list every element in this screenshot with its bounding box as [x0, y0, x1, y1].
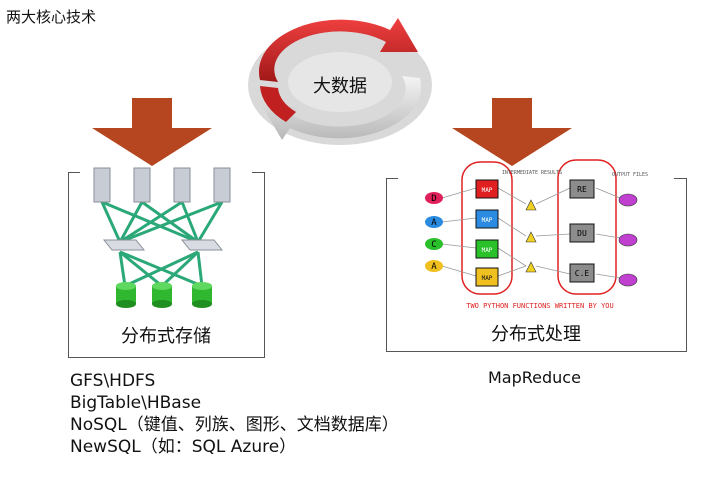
intermediate-label: INTERMEDIATE RESULTS — [502, 170, 562, 176]
list-item: NoSQL（键值、列族、图形、文档数据库） — [70, 415, 399, 435]
svg-text:A: A — [431, 218, 437, 228]
left-box-edge-bottom — [68, 357, 265, 358]
svg-text:MAP: MAP — [482, 275, 493, 282]
svg-text:RE: RE — [577, 185, 587, 194]
svg-text:C.E: C.E — [575, 269, 590, 278]
storage-tech-list: GFS\HDFS BigTable\HBase NoSQL（键值、列族、图形、文… — [70, 370, 399, 458]
right-box-cap-tr — [674, 178, 686, 179]
right-box-edge-left — [386, 178, 387, 352]
left-box-cap-tr — [252, 172, 264, 173]
footer-note: TWO PYTHON FUNCTIONS WRITTEN BY YOU — [466, 302, 614, 310]
svg-text:C: C — [431, 240, 436, 250]
processing-tech-list: MapReduce — [488, 368, 581, 387]
left-box-edge-right — [264, 172, 265, 358]
storage-caption: 分布式存储 — [121, 326, 211, 347]
left-box-edge-left — [68, 172, 69, 358]
reduce-boxes: RE DU C.E — [569, 179, 595, 283]
left-down-arrow — [92, 98, 212, 166]
ring-red-lower — [260, 86, 296, 122]
page-title: 两大核心技术 — [6, 8, 97, 26]
flow-lines — [441, 187, 621, 279]
network-links — [100, 200, 224, 288]
right-box-edge-right — [686, 178, 687, 352]
server-racks — [93, 167, 231, 203]
ring-grey-arc — [262, 76, 422, 140]
output-blobs — [618, 193, 638, 287]
ring-inner — [288, 52, 392, 112]
list-item: NewSQL（如：SQL Azure） — [70, 437, 297, 457]
svg-text:MAP: MAP — [482, 187, 493, 194]
list-item: MapReduce — [488, 368, 581, 387]
svg-text:MAP: MAP — [482, 217, 493, 224]
input-blobs: D A C A — [425, 192, 443, 272]
network-switches — [102, 239, 224, 251]
right-down-arrow — [452, 98, 572, 166]
disk-stacks — [116, 282, 212, 308]
list-item: BigTable\HBase — [70, 393, 202, 413]
left-box-cap-tl — [68, 172, 80, 173]
processing-caption: 分布式处理 — [491, 324, 581, 345]
big-data-cycle-graphic: 大数据 — [248, 18, 432, 145]
svg-text:A: A — [431, 262, 437, 272]
svg-text:D: D — [431, 194, 436, 204]
mapreduce-sketch: D A C A MAP MAP MAP MAP INTERMEDIATE RES… — [425, 159, 648, 310]
output-label: OUTPUT FILES — [612, 172, 648, 178]
map-boxes: MAP MAP MAP MAP — [475, 179, 499, 287]
intermediate-triangles — [525, 199, 537, 273]
storage-network-graphic — [93, 167, 231, 308]
list-item: GFS\HDFS — [70, 371, 156, 391]
svg-text:DU: DU — [577, 229, 587, 238]
svg-text:MAP: MAP — [482, 247, 493, 254]
right-box-cap-tl — [386, 178, 398, 179]
ring-red-arc — [258, 18, 418, 82]
red-outlines — [461, 159, 617, 295]
right-box-edge-bottom — [386, 351, 687, 352]
center-label: 大数据 — [313, 76, 367, 97]
